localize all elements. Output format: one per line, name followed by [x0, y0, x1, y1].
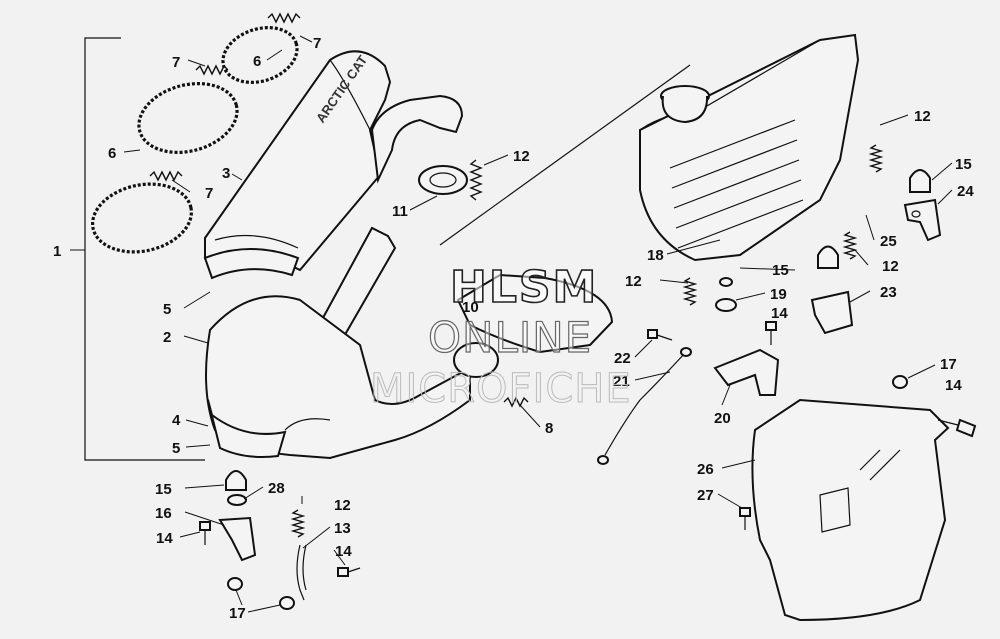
- washer-28: [227, 494, 247, 506]
- spring-ring-middle: [137, 81, 239, 155]
- watermark: HLSM ONLINE MICROFICHE: [370, 261, 632, 412]
- bracket-23: [810, 290, 854, 335]
- callout-18: 18: [647, 247, 664, 264]
- callout-3: 3: [222, 165, 230, 182]
- callout-14-center: 14: [771, 305, 788, 322]
- callout-14-lower: 14: [335, 543, 352, 560]
- callout-13: 13: [334, 520, 351, 537]
- callout-14-right: 14: [945, 377, 962, 394]
- bolt-22: [647, 329, 673, 341]
- spring-12-tank-left: [682, 277, 698, 306]
- callout-21: 21: [613, 373, 630, 390]
- spring-12-tank-right: [842, 231, 858, 260]
- callout-7-top: 7: [313, 35, 321, 52]
- assembly-leader: [439, 64, 691, 246]
- bolt-14-center: [765, 321, 777, 345]
- callout-5-lower: 5: [172, 440, 180, 457]
- grommet-15-right: [909, 169, 931, 193]
- callout-17-right: 17: [940, 356, 957, 373]
- watermark-line2: ONLINE: [428, 313, 592, 362]
- callout-12-tank-left: 12: [625, 273, 642, 290]
- silencer-box: [639, 33, 860, 262]
- callout-24: 24: [957, 183, 974, 200]
- callout-6-lower: 6: [108, 145, 116, 162]
- grommet-15-mid: [817, 245, 839, 269]
- callout-12-upper: 12: [513, 148, 530, 165]
- callout-12-tank-top: 12: [914, 108, 931, 125]
- spring-12-tank-top: [868, 144, 884, 173]
- callout-25: 25: [880, 233, 897, 250]
- watermark-line3: MICROFICHE: [370, 366, 632, 412]
- callout-15-mid: 15: [772, 262, 789, 279]
- small-spring-7-low: [149, 170, 183, 182]
- callout-11: 11: [392, 203, 408, 220]
- callout-23: 23: [880, 284, 897, 301]
- spring-ring-lower: [91, 182, 193, 254]
- callout-1: 1: [53, 243, 61, 260]
- bolt-14-left: [199, 521, 211, 545]
- grommet-15-left: [225, 470, 247, 491]
- spring-12-upper: [469, 159, 483, 201]
- callout-22: 22: [614, 350, 631, 367]
- bolt-14-lower: [337, 567, 361, 577]
- small-spring-7-top: [267, 12, 301, 24]
- ground-strap: [597, 347, 692, 465]
- washer-19: [715, 277, 737, 312]
- head-pipe: [370, 94, 464, 184]
- callout-27: 27: [697, 487, 714, 504]
- bracket-16: [218, 516, 257, 562]
- nut-17-left: [227, 577, 295, 610]
- callout-20: 20: [714, 410, 731, 427]
- end-cap-upper: [203, 248, 300, 280]
- small-spring-7-mid: [195, 64, 229, 76]
- callout-12-tank-right: 12: [882, 258, 899, 275]
- callout-8: 8: [545, 420, 553, 437]
- gasket-ring: [418, 165, 468, 195]
- callout-7-low: 7: [205, 185, 213, 202]
- assembly-bracket: [70, 37, 205, 461]
- strap-13: [296, 544, 307, 601]
- bracket-24: [903, 198, 942, 242]
- callout-16: 16: [155, 505, 172, 522]
- callout-28: 28: [268, 480, 285, 497]
- spring-12-lower: [290, 509, 306, 538]
- bolt-14-right: [937, 418, 977, 438]
- expansion-chamber: [205, 295, 471, 460]
- callout-6-upper: 6: [253, 53, 261, 70]
- callout-26: 26: [697, 461, 714, 478]
- callout-2: 2: [163, 329, 171, 346]
- callout-17-left: 17: [229, 605, 246, 622]
- spring-8: [503, 396, 529, 408]
- bracket-20: [713, 348, 780, 396]
- end-cap-lower: [207, 399, 287, 458]
- exhaust-coupler: [453, 273, 614, 378]
- muffler: ARCTIC CAT: [204, 50, 392, 272]
- bolt-27: [739, 507, 751, 530]
- callout-15-left: 15: [155, 481, 172, 498]
- callout-12-lower: 12: [334, 497, 351, 514]
- callout-14-left: 14: [156, 530, 173, 547]
- callout-19: 19: [770, 286, 787, 303]
- heat-deflector: [751, 398, 950, 622]
- leader-lines: [123, 35, 953, 613]
- callout-labels: 1 2 3 4 5 5 6 6 7 7 7 8 10 11 12 12 12 1…: [53, 35, 974, 622]
- watermark-line1: HLSM: [450, 262, 598, 313]
- callout-10: 10: [462, 299, 479, 316]
- callout-4: 4: [172, 412, 181, 429]
- callout-15-right: 15: [955, 156, 972, 173]
- callout-5-upper: 5: [163, 301, 171, 318]
- callout-7-mid: 7: [172, 54, 180, 71]
- nut-17-right: [892, 375, 908, 389]
